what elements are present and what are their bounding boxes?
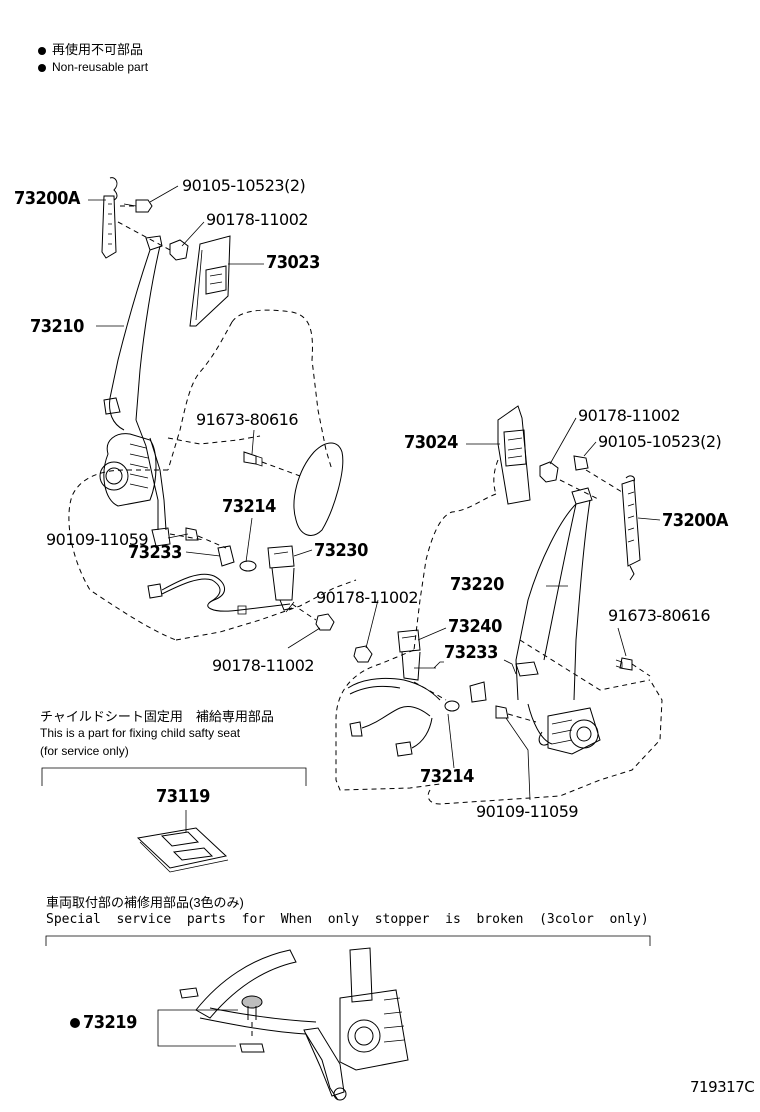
legend-en: Non-reusable part [38,60,148,75]
non-reusable-dot-icon [38,46,46,55]
label-73214-right: 73214 [420,766,474,787]
legend-jp: 再使用不可部品 [38,42,143,57]
label-90178-top-left: 90178-11002 [206,210,309,229]
left-belt-assembly [99,177,335,631]
label-73024: 73024 [404,432,458,453]
label-91673-right: 91673-80616 [608,606,711,625]
stopper-section [45,935,651,1101]
label-73023: 73023 [266,252,320,273]
label-73200A-right: 73200A [662,510,728,531]
label-73240: 73240 [448,616,502,637]
cover-73023 [189,235,231,327]
stopper-note-en: Special service parts for When only stop… [46,912,649,927]
label-73219: 73219 [70,1012,137,1033]
leader-lines [88,185,661,801]
label-73200A-left: 73200A [14,188,80,209]
label-73233-left: 73233 [128,542,182,563]
label-90178-right: 90178-11002 [578,406,681,425]
label-73219-text: 73219 [83,1012,137,1033]
non-reusable-dot-icon [70,1018,80,1028]
right-belt-assembly [347,455,651,757]
cover-73024 [497,405,531,505]
right-seat-outline [335,459,663,805]
label-73230: 73230 [314,540,368,561]
label-73233-right: 73233 [444,642,498,663]
label-73210: 73210 [30,316,84,337]
label-91673-left: 91673-80616 [196,410,299,429]
child-seat-note-jp: チャイルドシート固定用 補給専用部品 [40,709,274,724]
label-73119: 73119 [156,786,210,807]
label-90178-mid: 90178-11002 [316,588,419,607]
label-90105-left: 90105-10523(2) [182,176,306,195]
figure-code: 719317C [690,1078,755,1096]
child-seat-note-en: This is a part for fixing child safty se… [40,726,241,740]
stopper-note-jp: 車両取付部の補修用部品(3色のみ) [46,895,244,910]
non-reusable-dot-icon [38,63,46,72]
label-90109-right: 90109-11059 [476,802,579,821]
label-73220: 73220 [450,574,504,595]
label-90105-right: 90105-10523(2) [598,432,722,451]
label-73214-left: 73214 [222,496,276,517]
child-seat-note-service: (for service only) [40,744,129,758]
legend-jp-text: 再使用不可部品 [52,42,144,57]
label-90178-bottom-left: 90178-11002 [212,656,315,675]
legend-en-text: Non-reusable part [52,60,149,74]
label-90109-left: 90109-11059 [46,530,149,549]
left-seat-outline [68,309,357,641]
child-seat-bracket [41,767,307,873]
